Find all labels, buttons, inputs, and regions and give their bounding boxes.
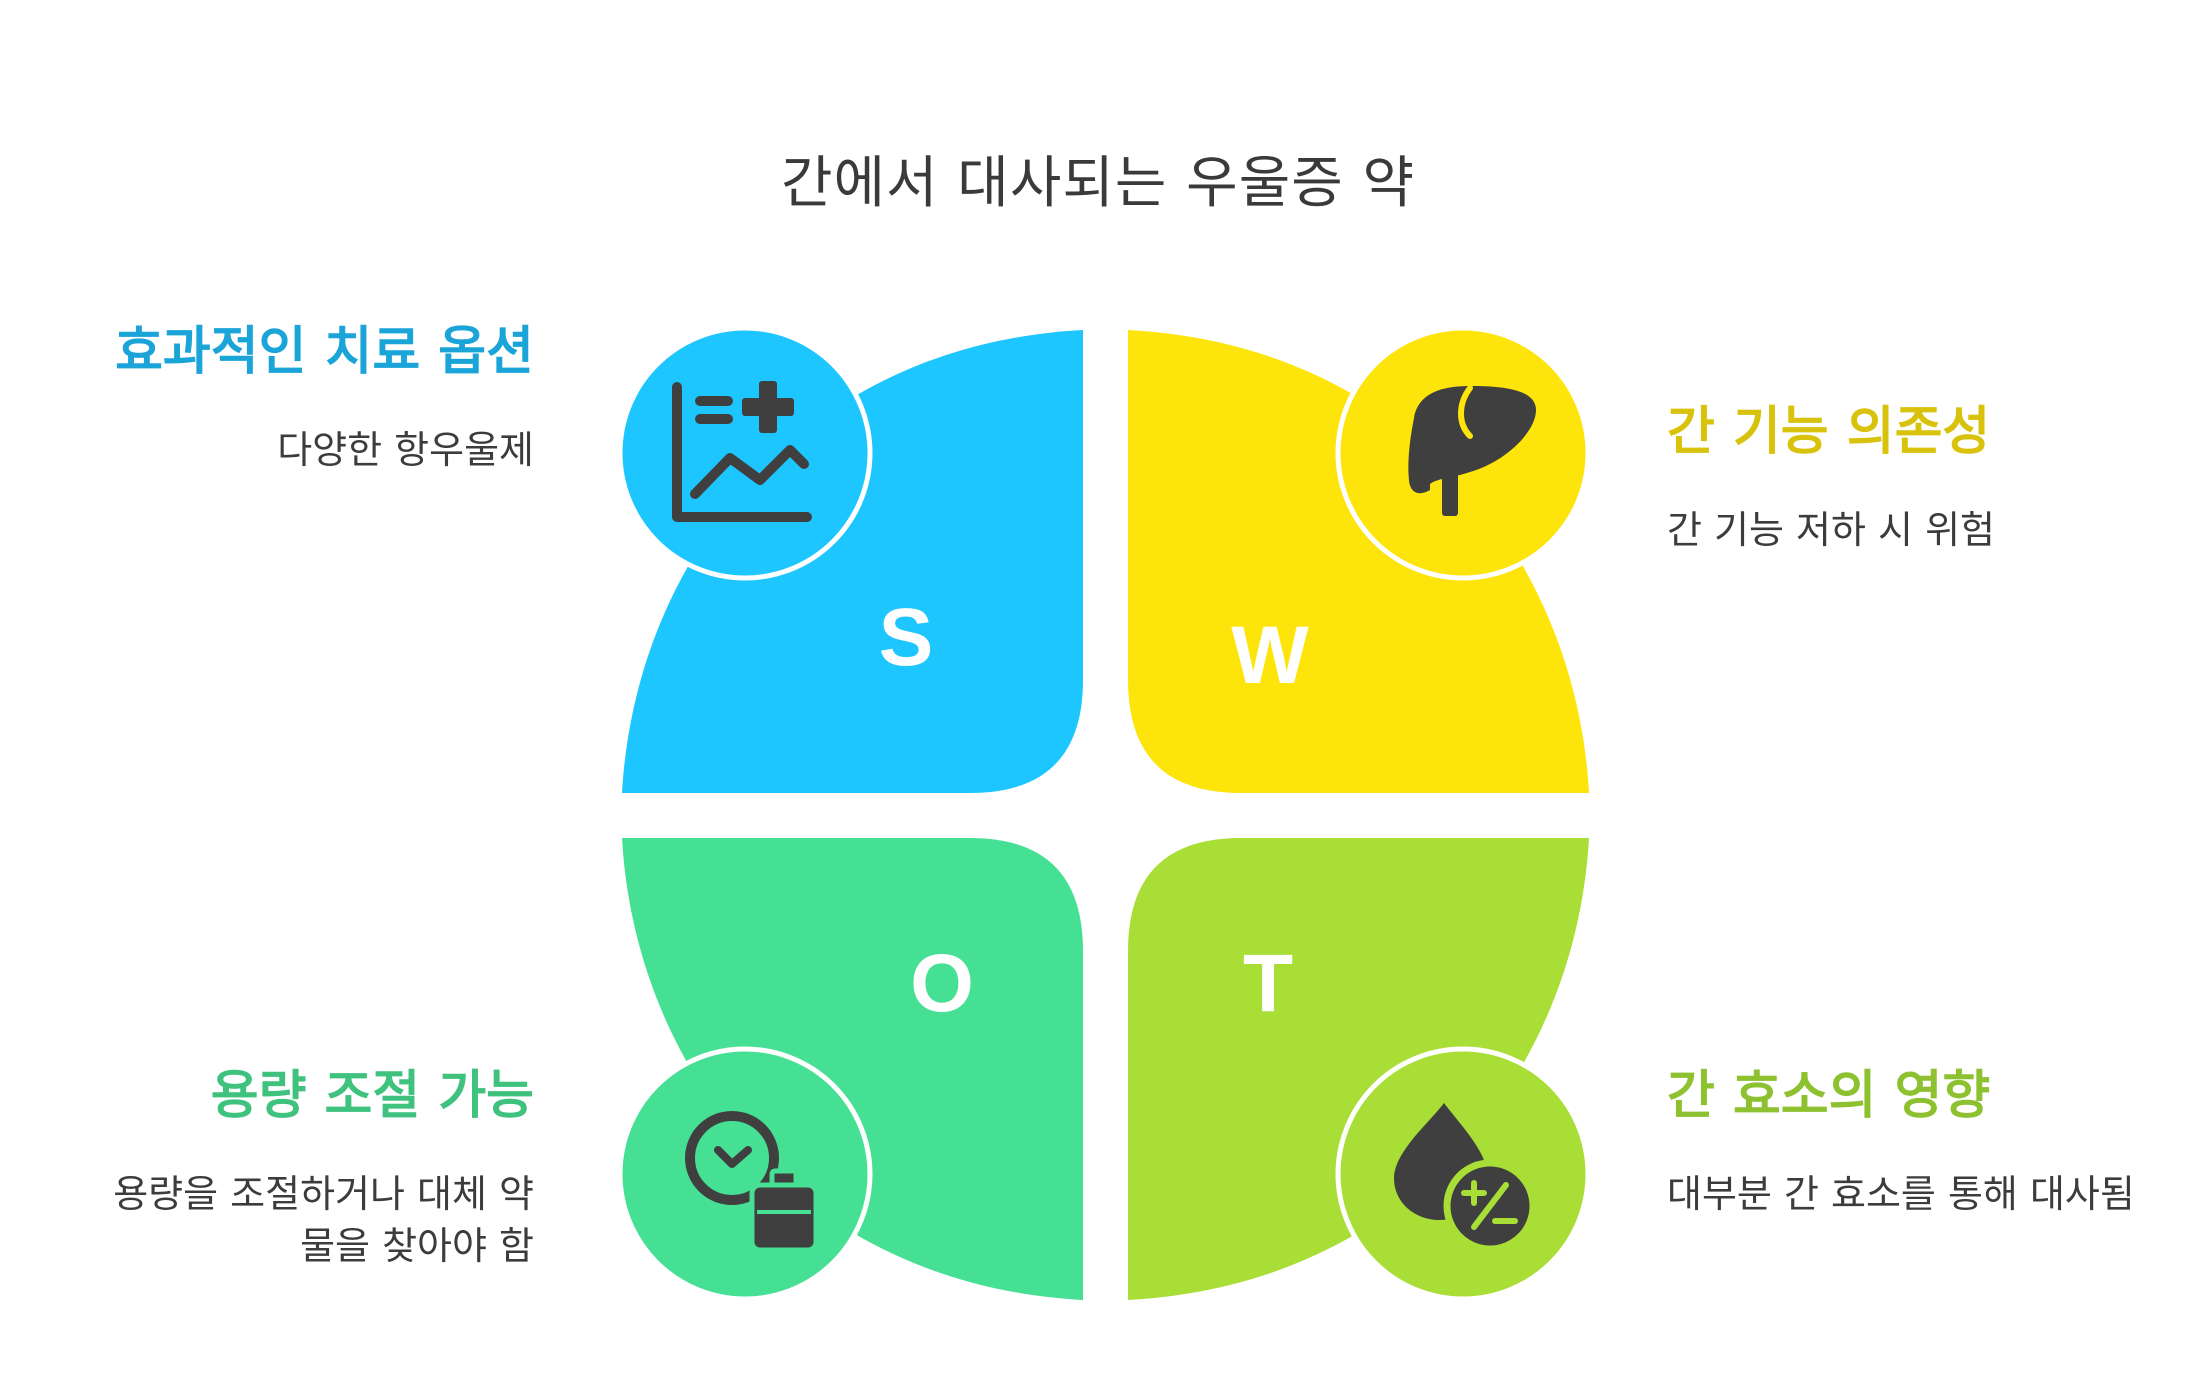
strengths-description: 다양한 항우울제: [277, 428, 534, 472]
threats-description: 대부분 간 효소를 통해 대사됨: [1667, 1172, 2135, 1216]
threats-heading: 간 효소의 영향: [1667, 1066, 1991, 1126]
clock-bottle-icon: [617, 1046, 873, 1302]
opportunities-description: 용량을 조절하거나 대체 약물을 찾아야 함: [113, 1172, 534, 1268]
chart-plus-icon: [617, 325, 873, 581]
opportunities-petal: [622, 838, 1083, 1300]
threats-section: 간 효소의 영향 대부분 간 효소를 통해 대사됨: [1667, 1064, 2147, 1220]
weaknesses-letter: W: [1231, 610, 1309, 701]
threats-petal: [1128, 838, 1589, 1300]
strengths-section: 효과적인 치료 옵션 다양한 항우울제: [100, 320, 534, 476]
threats-letter: T: [1243, 938, 1293, 1029]
page-title: 간에서 대사되는 우울증 약: [780, 151, 1416, 216]
weaknesses-petal: [1128, 330, 1589, 793]
opportunities-section: 용량 조절 가능 용량을 조절하거나 대체 약물을 찾아야 함: [100, 1064, 534, 1272]
weaknesses-description: 간 기능 저하 시 위험: [1667, 508, 1995, 552]
opportunities-heading: 용량 조절 가능: [210, 1066, 534, 1126]
strengths-heading: 효과적인 치료 옵션: [115, 322, 534, 382]
strengths-petal: [622, 330, 1083, 793]
opportunities-letter: O: [910, 938, 974, 1029]
strengths-letter: S: [879, 592, 934, 683]
drop-plus-minus-icon: [1335, 1046, 1591, 1302]
liver-icon: [1335, 325, 1591, 581]
weaknesses-heading: 간 기능 의존성: [1667, 402, 1991, 462]
weaknesses-section: 간 기능 의존성 간 기능 저하 시 위험: [1667, 400, 2147, 556]
